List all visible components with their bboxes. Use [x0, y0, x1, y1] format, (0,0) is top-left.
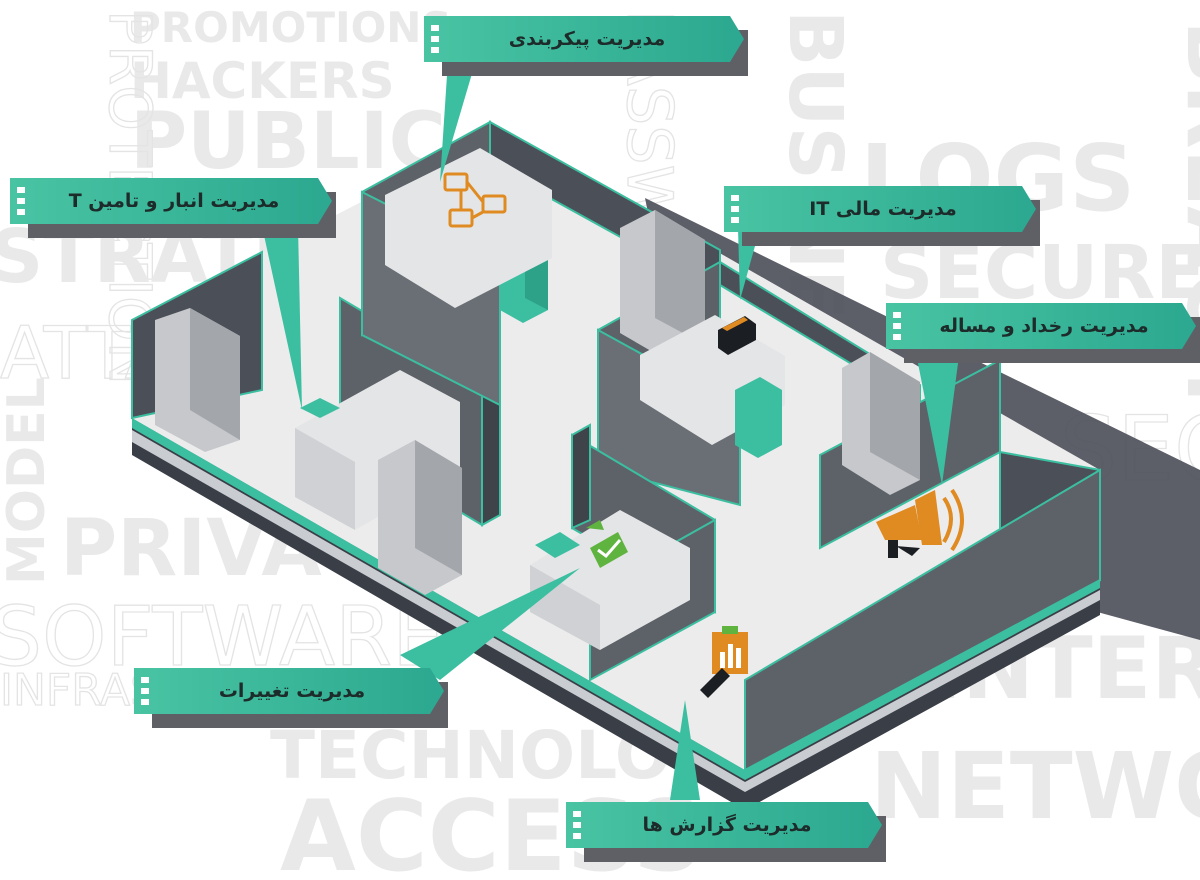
callout-inventory: مدیریت انبار و تامین T [10, 178, 336, 238]
pointer-change [400, 568, 580, 680]
pointer-config [440, 60, 476, 182]
wall [571, 423, 591, 530]
teal-cube [300, 398, 340, 418]
callout-reports: مدیریت گزارش ها [566, 802, 886, 862]
pointer-finance [738, 228, 760, 300]
callout-pointers [262, 60, 960, 800]
approval-check-icon [586, 520, 628, 568]
teal-cube [535, 532, 580, 558]
bg-word: HACKERS [130, 52, 395, 110]
callout-label: مدیریت مالی IT [809, 198, 957, 220]
wall [744, 468, 1101, 772]
pointer-reports [670, 700, 700, 800]
clipboard-chart-icon [700, 626, 748, 698]
megaphone-icon [876, 488, 964, 558]
pointer-incident [915, 348, 960, 485]
teal-cube [735, 377, 782, 458]
bg-word: MODEL [0, 377, 57, 585]
network-diagram-icon [443, 172, 507, 228]
callout-label: مدیریت تغییرات [218, 680, 366, 702]
desk [385, 148, 552, 308]
callout-change: مدیریت تغییرات [134, 668, 448, 728]
pointer-inventory [262, 226, 302, 410]
bg-word: PUBLIC [130, 97, 446, 187]
callout-incident: مدیریت رخداد و مساله [886, 303, 1200, 363]
callout-label: مدیریت رخداد و مساله [939, 315, 1149, 337]
callout-finance: مدیریت مالی IT [724, 186, 1040, 246]
furniture [155, 148, 920, 650]
callout-label: مدیریت انبار و تامین T [68, 190, 280, 212]
wallet-icon [718, 316, 756, 355]
callout-label: مدیریت پیکربندی [508, 28, 666, 50]
callout-config: مدیریت پیکربندی [424, 16, 748, 76]
callout-label: مدیریت گزارش ها [642, 814, 812, 836]
bg-word: NETWORK [870, 733, 1200, 840]
bg-word: PROMOTIONS [130, 3, 452, 52]
